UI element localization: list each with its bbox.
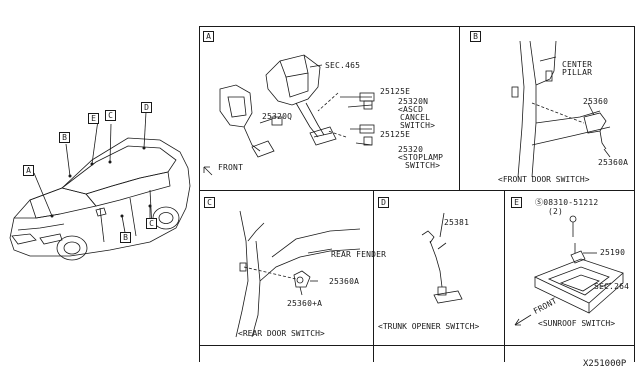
- divider-top: [199, 26, 635, 27]
- divider-vertical-right-top: [459, 26, 460, 190]
- panel-a-sec465-label: SEC.465: [325, 61, 361, 70]
- panel-e-screw-label: Ⓢ08310-51212: [535, 198, 599, 207]
- panel-c-25360a-label: 25360A: [329, 277, 360, 286]
- panel-e-sec264-label: SEC.264: [594, 282, 630, 291]
- car-overview-illustration: [9, 111, 191, 261]
- divider-vertical-c-d: [373, 190, 374, 362]
- panel-c-tag: C: [204, 197, 215, 208]
- panel-c-rear-fender-label: REAR FENDER: [331, 250, 387, 259]
- panel-a-stoplamp-line2: SWITCH>: [405, 161, 441, 170]
- panel-a-25125e-lower-label: 25125E: [380, 130, 411, 139]
- panel-c-rear-door-switch: [235, 210, 361, 338]
- panel-c-25360plusa-label: 25360+A: [287, 299, 323, 308]
- panel-d-trunk-opener-switch: [421, 212, 463, 304]
- overview-callout-d[interactable]: D: [141, 102, 152, 113]
- diagram-code: X251000P: [583, 359, 627, 369]
- overview-callout-c-lower[interactable]: C: [146, 218, 157, 229]
- overview-callout-b-lower[interactable]: B: [120, 232, 131, 243]
- panel-e-25190-label: 25190: [600, 248, 626, 257]
- panel-c-caption: <REAR DOOR SWITCH>: [238, 329, 325, 338]
- panel-a-25320q-label: 25320Q: [262, 112, 293, 121]
- overview-callout-a[interactable]: A: [23, 165, 34, 176]
- panel-a-25320n-label: 25320N: [398, 97, 429, 106]
- divider-vertical-left: [199, 26, 200, 362]
- panel-b-center-pillar-line1: CENTER: [562, 60, 593, 69]
- panel-a-tag: A: [203, 31, 214, 42]
- divider-horizontal-mid: [199, 190, 635, 191]
- panel-a-pedal-assembly: [203, 54, 375, 176]
- panel-a-25125e-upper-label: 25125E: [380, 87, 411, 96]
- panel-a-ascd-line3: SWITCH>: [400, 121, 436, 130]
- panel-b-25360-label: 25360: [583, 97, 609, 106]
- panel-e-screw-qty-label: (2): [548, 207, 564, 216]
- overview-callout-b[interactable]: B: [59, 132, 70, 143]
- panel-a-ascd-line2: CANCEL: [400, 113, 431, 122]
- panel-a-ascd-line1: <ASCD: [398, 105, 424, 114]
- panel-b-caption: <FRONT DOOR SWITCH>: [498, 175, 590, 184]
- panel-d-tag: D: [378, 197, 389, 208]
- panel-b-pillar-switch: [511, 40, 611, 178]
- panel-b-center-pillar-line2: PILLAR: [562, 68, 593, 77]
- panel-e-tag: E: [511, 197, 522, 208]
- divider-right: [634, 26, 635, 362]
- divider-bottom: [199, 345, 635, 346]
- overview-callout-e[interactable]: E: [88, 113, 99, 124]
- panel-d-caption: <TRUNK OPENER SWITCH>: [378, 322, 480, 331]
- panel-e-caption: <SUNROOF SWITCH>: [538, 319, 616, 328]
- panel-a-25320-label: 25320: [398, 145, 424, 154]
- panel-a-stoplamp-line1: <STOPLAMP: [398, 153, 444, 162]
- overview-callout-c[interactable]: C: [105, 110, 116, 121]
- panel-d-25381-label: 25381: [444, 218, 470, 227]
- panel-a-front-label: FRONT: [218, 163, 244, 172]
- divider-vertical-d-e: [504, 190, 505, 362]
- panel-b-tag: B: [470, 31, 481, 42]
- panel-e-sunroof-switch: [514, 215, 624, 326]
- panel-b-25360a-label: 25360A: [598, 158, 629, 167]
